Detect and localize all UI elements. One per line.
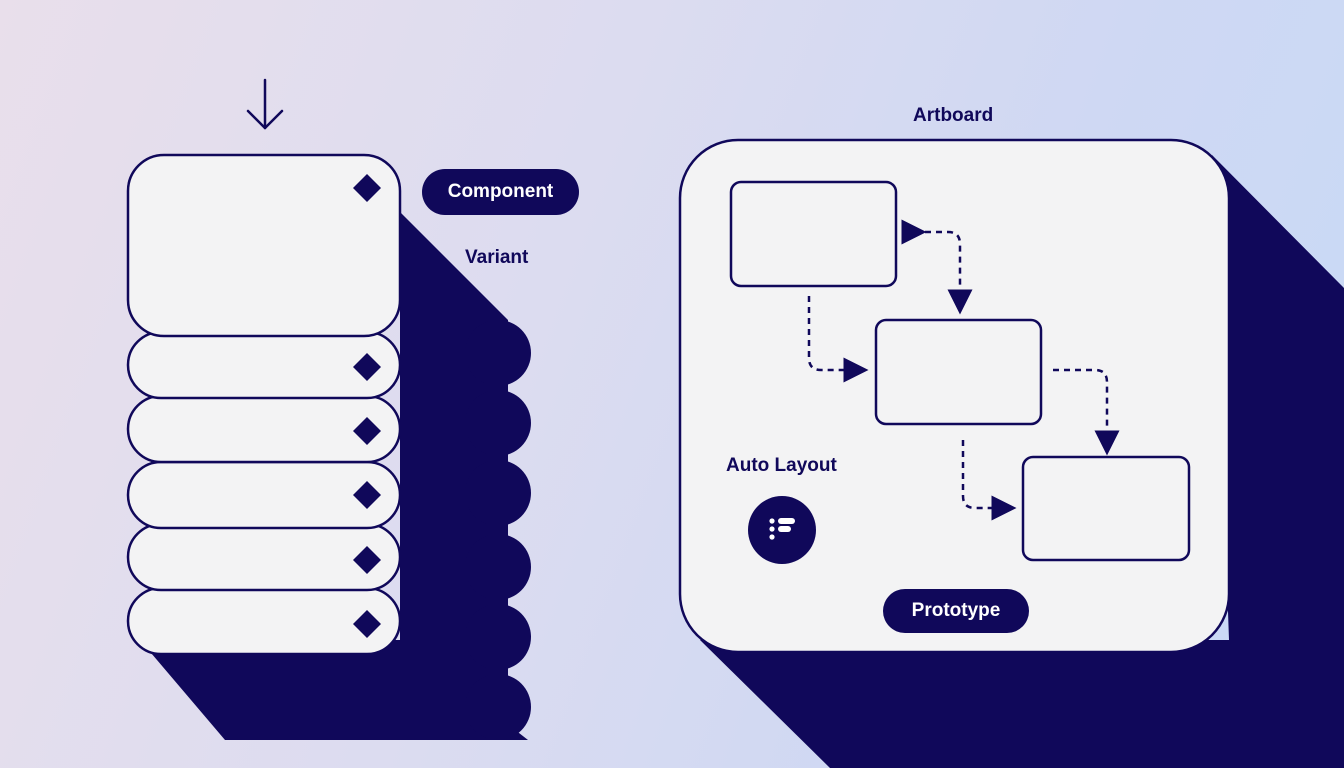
frame-box-3 xyxy=(1021,455,1191,562)
prototype-pill[interactable]: Prototype xyxy=(883,589,1029,633)
diamond-icon xyxy=(353,610,381,638)
auto-layout-label: Auto Layout xyxy=(726,455,837,476)
variant-rows xyxy=(126,330,402,656)
frame-box-1 xyxy=(729,180,898,288)
connector-2-to-1 xyxy=(901,219,973,315)
arrow-down-icon xyxy=(246,78,284,130)
artboard-frame xyxy=(678,138,1231,654)
component-label: Component xyxy=(447,181,554,202)
diamond-icon xyxy=(353,353,381,381)
prototype-connectors xyxy=(807,219,1120,521)
component-pill: Component xyxy=(422,169,579,215)
frame-box-2 xyxy=(874,318,1043,426)
auto-layout-button[interactable] xyxy=(748,496,816,564)
diamond-icon xyxy=(353,174,381,202)
diamond-icon xyxy=(353,546,381,574)
diamond-icons xyxy=(353,174,381,638)
connector-1-to-2 xyxy=(807,296,869,383)
component-stack-shadow xyxy=(140,212,531,740)
main-component-card xyxy=(126,153,402,338)
artboard-label: Artboard xyxy=(913,105,994,126)
diamond-icon xyxy=(353,417,381,445)
prototype-label: Prototype xyxy=(911,600,1001,621)
connector-2-to-3b xyxy=(961,440,1017,521)
diamond-icon xyxy=(353,481,381,509)
list-icon xyxy=(769,518,795,540)
variant-label: Variant xyxy=(465,247,529,268)
